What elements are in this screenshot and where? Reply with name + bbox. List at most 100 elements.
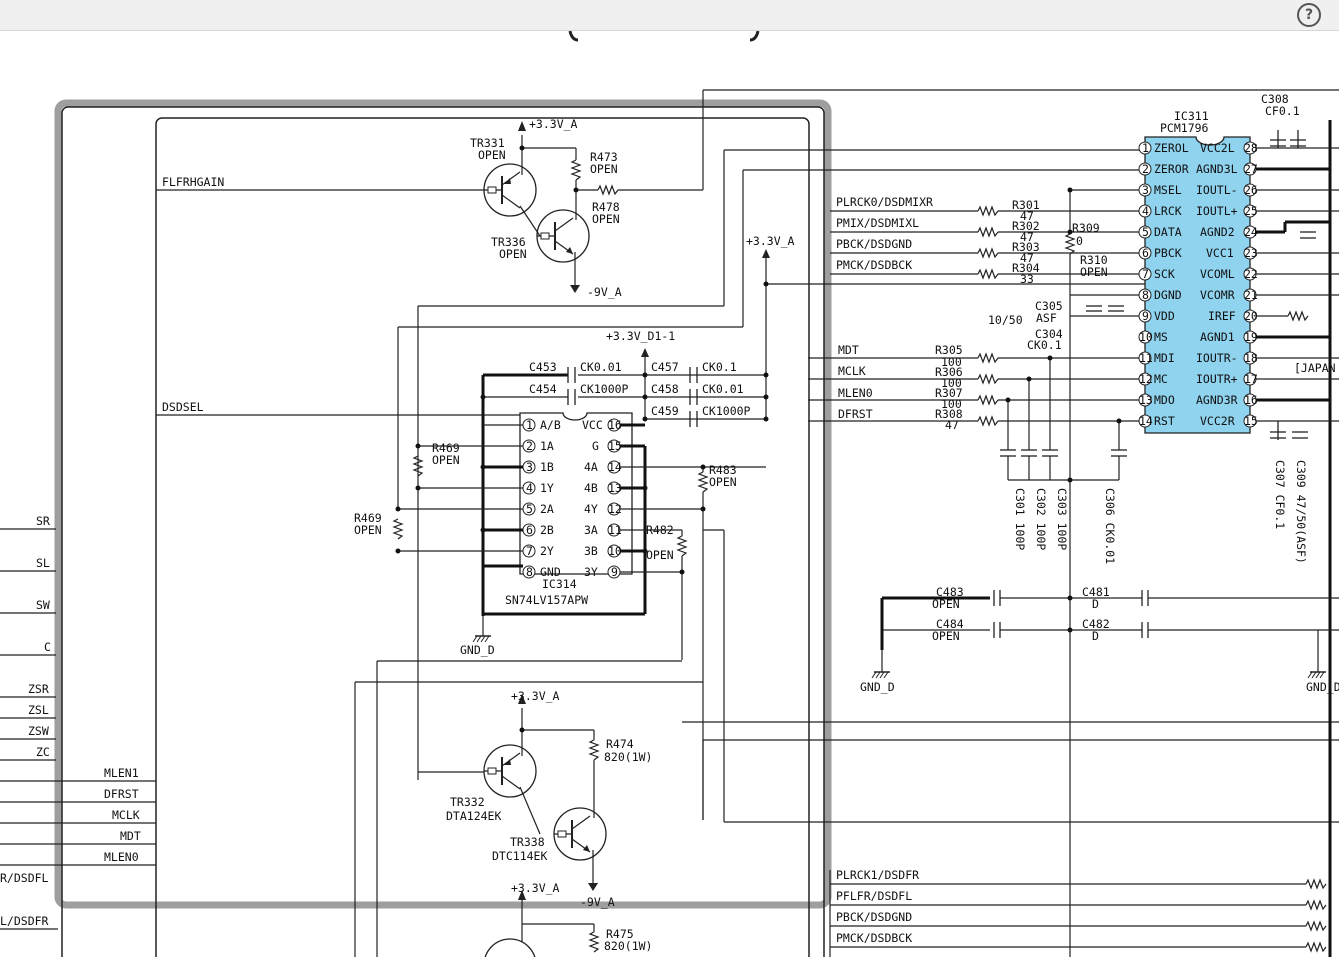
svg-text:C308: C308: [1261, 92, 1289, 106]
svg-text:820(1W): 820(1W): [604, 939, 652, 953]
svg-text:VCC: VCC: [582, 418, 603, 432]
help-icon[interactable]: ?: [1297, 3, 1321, 27]
svg-text:R302: R302: [1012, 219, 1040, 233]
svg-text:OPEN: OPEN: [592, 212, 620, 226]
svg-text:14: 14: [608, 460, 622, 474]
svg-text:100: 100: [941, 355, 962, 369]
svg-text:R309: R309: [1072, 221, 1100, 235]
svg-text:47: 47: [1020, 230, 1034, 244]
svg-text:R475: R475: [606, 927, 634, 941]
svg-text:MCLK: MCLK: [112, 808, 140, 822]
svg-text:2A: 2A: [540, 502, 554, 516]
svg-text:CK1000P: CK1000P: [580, 382, 629, 396]
svg-text:IREF: IREF: [1208, 309, 1236, 323]
svg-text:R469: R469: [354, 511, 382, 525]
svg-text:4: 4: [1142, 204, 1149, 218]
svg-text:100: 100: [941, 397, 962, 411]
svg-text:C453: C453: [529, 360, 557, 374]
svg-text:4: 4: [526, 481, 533, 495]
net-flfrhgain: FLFRHGAIN: [162, 175, 224, 189]
power-label: +3.3V_A: [529, 117, 578, 131]
svg-text:VCOMR: VCOMR: [1200, 288, 1235, 302]
svg-text:SCK: SCK: [1154, 267, 1175, 281]
svg-text:-9V_A: -9V_A: [587, 285, 622, 299]
svg-text:IC311: IC311: [1174, 109, 1209, 123]
svg-text:6: 6: [526, 523, 533, 537]
svg-text:2: 2: [1142, 162, 1149, 176]
svg-text:+3.3V_A: +3.3V_A: [746, 234, 795, 248]
svg-text:MS: MS: [1154, 330, 1168, 344]
svg-text:PBCK: PBCK: [1154, 246, 1182, 260]
svg-text:18: 18: [1244, 351, 1258, 365]
svg-text:D: D: [1092, 629, 1099, 643]
svg-text:CK0.1: CK0.1: [1027, 338, 1062, 352]
svg-text:7: 7: [1142, 267, 1149, 281]
svg-text:ZEROR: ZEROR: [1154, 162, 1189, 176]
svg-text:R303: R303: [1012, 240, 1040, 254]
output-net-labels: SR SL SW C ZSR ZSL ZSW ZC MLEN1 DFRST MC…: [0, 514, 156, 930]
svg-text:PCM1796: PCM1796: [1160, 121, 1209, 135]
svg-text:PMCK/DSDBCK: PMCK/DSDBCK: [836, 258, 912, 272]
svg-text:C303 100P: C303 100P: [1055, 488, 1069, 550]
svg-text:OPEN: OPEN: [478, 148, 506, 162]
svg-text:C484: C484: [936, 617, 964, 631]
svg-text:C309 47/50(ASF): C309 47/50(ASF): [1294, 460, 1308, 564]
svg-text:R483: R483: [709, 463, 737, 477]
svg-text:11: 11: [608, 523, 622, 537]
svg-text:C459: C459: [651, 404, 679, 418]
svg-text:[JAPAN: [JAPAN: [1294, 361, 1336, 375]
svg-text:GND_D: GND_D: [860, 680, 895, 694]
svg-text:C481: C481: [1082, 585, 1110, 599]
svg-text:TR338: TR338: [510, 835, 545, 849]
svg-text:27: 27: [1244, 162, 1258, 176]
svg-text:16: 16: [1244, 393, 1258, 407]
svg-text:16: 16: [608, 418, 622, 432]
schematic-canvas: SR SL SW C ZSR ZSL ZSW ZC MLEN1 DFRST MC…: [0, 31, 1339, 957]
svg-text:VCC2R: VCC2R: [1200, 414, 1235, 428]
svg-text:C482: C482: [1082, 617, 1110, 631]
svg-text:SN74LV157APW: SN74LV157APW: [505, 593, 588, 607]
svg-text:ZSW: ZSW: [28, 724, 49, 738]
svg-text:ASF: ASF: [1036, 311, 1057, 325]
svg-text:CK1000P: CK1000P: [702, 404, 751, 418]
svg-text:C458: C458: [651, 382, 679, 396]
svg-text:9: 9: [1142, 309, 1149, 323]
svg-text:820(1W): 820(1W): [604, 750, 652, 764]
svg-text:OPEN: OPEN: [932, 597, 960, 611]
svg-text:AGND3R: AGND3R: [1196, 393, 1238, 407]
svg-text:DTC114EK: DTC114EK: [492, 849, 547, 863]
svg-text:OPEN: OPEN: [1080, 265, 1108, 279]
svg-text:14: 14: [1139, 414, 1153, 428]
svg-text:D: D: [1092, 597, 1099, 611]
net-dsdsel: DSDSEL: [162, 400, 204, 414]
svg-text:23: 23: [1244, 246, 1258, 260]
svg-text:L/DSDFR: L/DSDFR: [0, 914, 49, 928]
svg-text:21: 21: [1244, 288, 1258, 302]
svg-text:C483: C483: [936, 585, 964, 599]
svg-text:5: 5: [1142, 225, 1149, 239]
svg-text:GND: GND: [540, 565, 561, 579]
svg-text:28: 28: [1244, 141, 1258, 155]
net-labels-right: PLRCK0/DSDMIXR PMIX/DSDMIXL PBCK/DSDGND …: [836, 195, 1336, 945]
svg-text:TR331: TR331: [470, 136, 505, 150]
svg-text:C304: C304: [1035, 327, 1063, 341]
svg-text:R308: R308: [935, 407, 963, 421]
svg-text:3Y: 3Y: [584, 565, 598, 579]
svg-text:15: 15: [608, 439, 622, 453]
transistor-tr336: TR336 OPEN: [491, 209, 590, 263]
svg-text:IC314: IC314: [542, 577, 577, 591]
svg-text:10: 10: [1139, 330, 1153, 344]
svg-text:1: 1: [526, 418, 533, 432]
svg-text:-9V_A: -9V_A: [580, 895, 615, 909]
svg-text:LRCK: LRCK: [1154, 204, 1182, 218]
svg-text:AGND2: AGND2: [1200, 225, 1235, 239]
svg-text:VCC1: VCC1: [1206, 246, 1234, 260]
svg-text:ZC: ZC: [36, 745, 50, 759]
svg-text:MDI: MDI: [1154, 351, 1175, 365]
svg-text:OPEN: OPEN: [354, 523, 382, 537]
svg-text:PMCK/DSDBCK: PMCK/DSDBCK: [836, 931, 912, 945]
svg-text:1A: 1A: [540, 439, 554, 453]
svg-text:MLEN0: MLEN0: [104, 850, 139, 864]
svg-text:10/50: 10/50: [988, 313, 1023, 327]
